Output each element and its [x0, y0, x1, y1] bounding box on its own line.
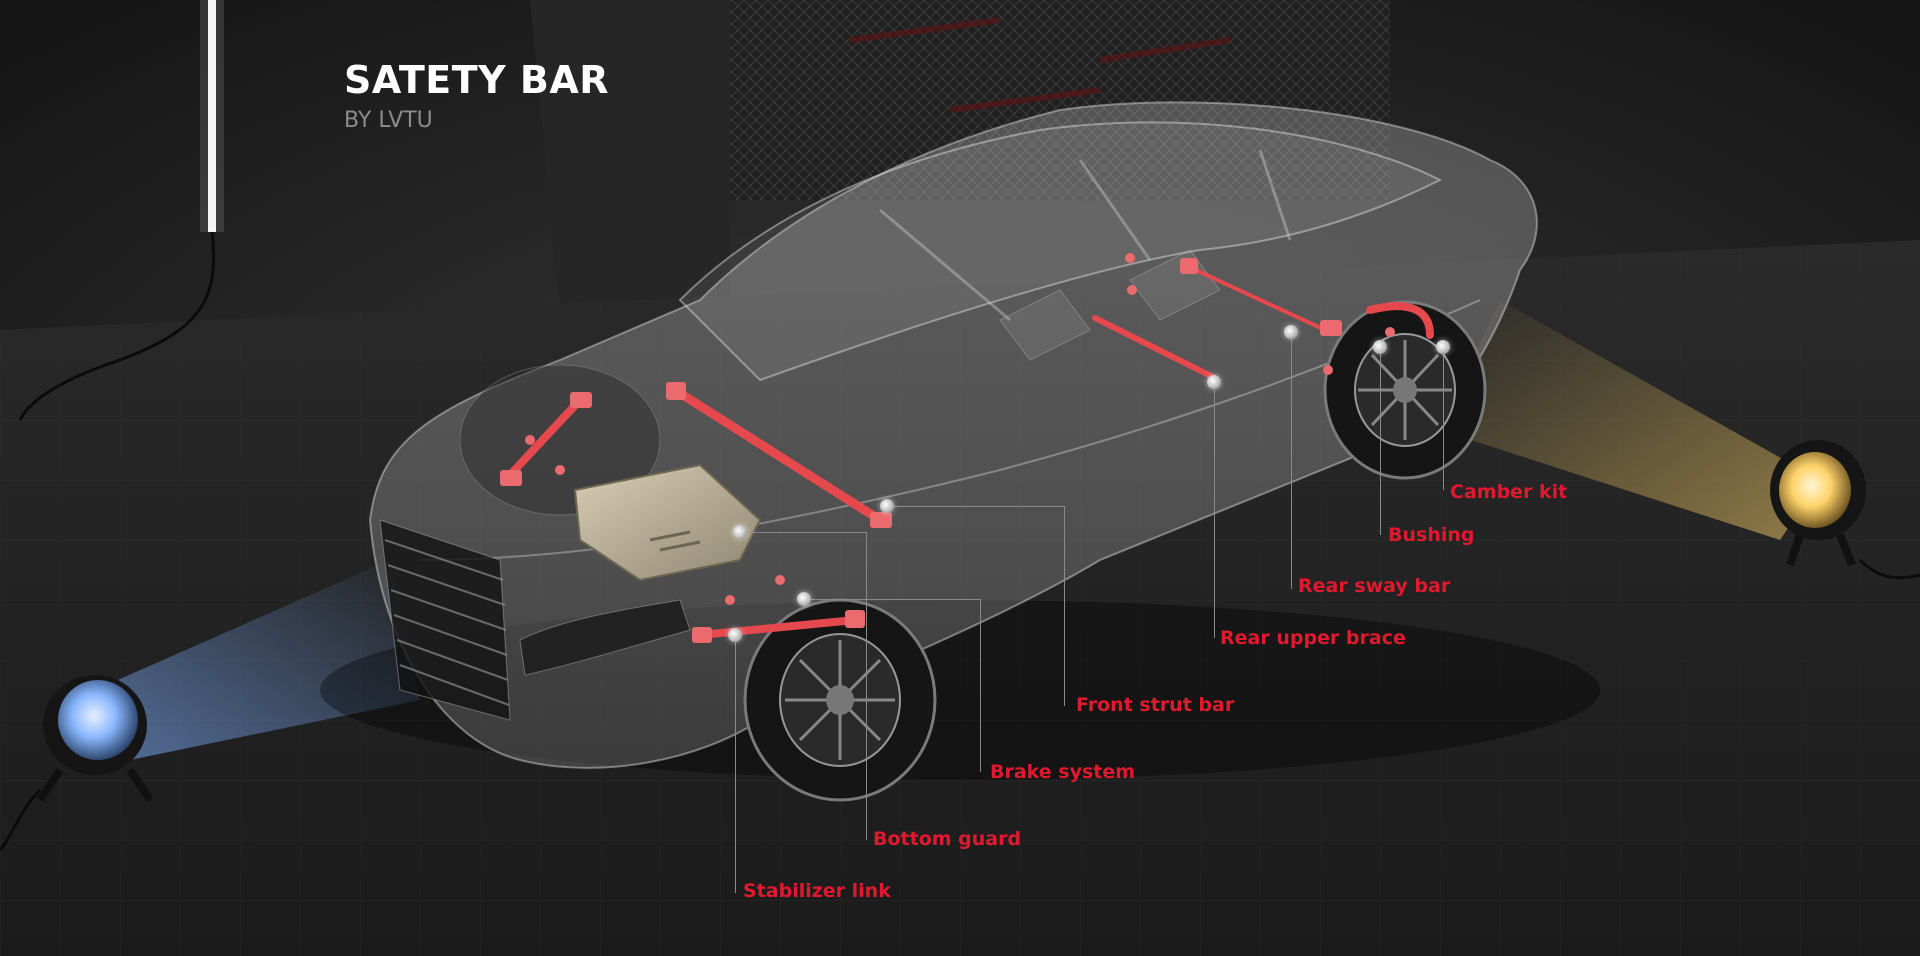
hotspot-rear-upper-brace[interactable]	[1207, 375, 1221, 389]
page-title: SATETY BAR	[344, 58, 610, 102]
leader-line-brake-system-v	[980, 599, 981, 772]
leader-line-front-strut-bar-h	[887, 506, 1065, 507]
label-camber-kit[interactable]: Camber kit	[1450, 481, 1568, 503]
hotspot-bushing[interactable]	[1373, 340, 1387, 354]
leader-line-stabilizer-link	[735, 635, 736, 893]
hotspot-front-strut-bar[interactable]	[880, 499, 894, 513]
leader-line-bottom-guard-h	[740, 532, 867, 533]
hotspot-stabilizer-link[interactable]	[728, 628, 742, 642]
yellow-spotlight	[1770, 440, 1920, 580]
hotspot-bottom-guard[interactable]	[733, 525, 747, 539]
leader-line-bushing	[1380, 347, 1381, 535]
label-brake-system[interactable]: Brake system	[990, 761, 1136, 783]
hotspot-rear-sway-bar[interactable]	[1284, 325, 1298, 339]
car-xray-illustration	[320, 101, 1600, 802]
hotspot-brake-system[interactable]	[797, 592, 811, 606]
page-subtitle: BY LVTU	[344, 108, 433, 133]
leader-line-brake-system-h	[804, 599, 981, 600]
label-front-strut-bar[interactable]: Front strut bar	[1076, 694, 1235, 716]
leader-line-front-strut-bar-v	[1064, 506, 1065, 706]
label-bushing[interactable]: Bushing	[1388, 524, 1475, 546]
leader-line-bottom-guard-v	[866, 532, 867, 840]
leader-line-camber-kit	[1443, 347, 1444, 490]
title-block: SATETY BAR BY LVTU	[344, 58, 609, 133]
blue-spotlight	[0, 675, 154, 852]
label-rear-upper-brace[interactable]: Rear upper brace	[1220, 627, 1406, 649]
leader-line-rear-upper-brace	[1214, 382, 1215, 638]
label-stabilizer-link[interactable]: Stabilizer link	[743, 880, 891, 902]
label-rear-sway-bar[interactable]: Rear sway bar	[1298, 575, 1451, 597]
label-bottom-guard[interactable]: Bottom guard	[873, 828, 1022, 850]
hotspot-camber-kit[interactable]	[1436, 340, 1450, 354]
leader-line-rear-sway-bar	[1291, 332, 1292, 589]
